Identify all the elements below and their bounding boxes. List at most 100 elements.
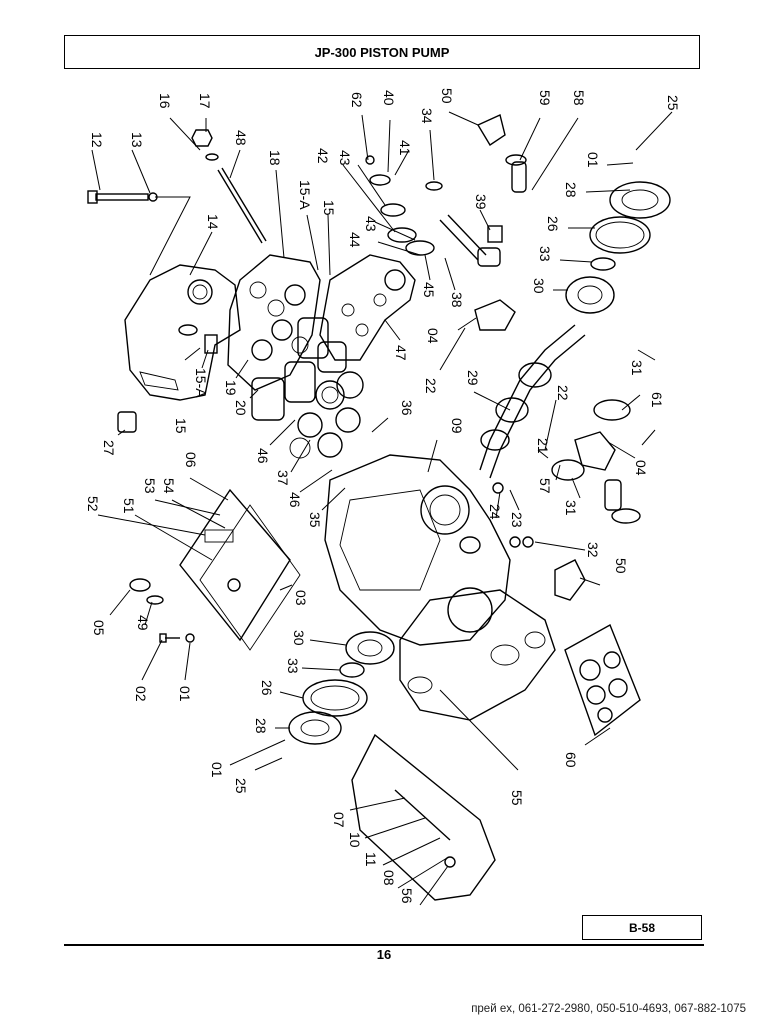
callout-17: 17 xyxy=(197,93,213,109)
bearing-cover-bottom xyxy=(288,631,395,745)
callout-36: 36 xyxy=(399,400,415,416)
callout-56: 56 xyxy=(399,888,415,904)
callout-01-mid: 01 xyxy=(177,686,193,702)
callout-labels: 12 13 16 17 48 18 14 15-A 15 42 43 43 44… xyxy=(85,88,681,904)
callout-39: 39 xyxy=(473,194,489,210)
callout-02: 02 xyxy=(133,686,149,702)
callout-50-top: 50 xyxy=(439,88,455,104)
callout-40: 40 xyxy=(381,90,397,106)
plug-part xyxy=(117,411,164,605)
callout-45: 45 xyxy=(421,282,437,298)
callout-61: 61 xyxy=(649,392,665,408)
callout-28-mid: 28 xyxy=(253,718,269,734)
rod-part xyxy=(217,169,263,244)
callout-51: 51 xyxy=(121,498,137,514)
side-plate-part xyxy=(179,488,301,651)
callout-15-left: 15 xyxy=(173,418,189,434)
callout-07: 07 xyxy=(331,812,347,828)
callout-50-mid: 50 xyxy=(613,558,629,574)
callout-09: 09 xyxy=(449,418,465,434)
unloader-stack xyxy=(365,155,435,256)
callout-22-mid: 22 xyxy=(555,385,571,401)
callout-19: 19 xyxy=(223,380,239,396)
callout-57: 57 xyxy=(537,478,553,494)
callout-04-mid: 04 xyxy=(633,460,649,476)
callout-05: 05 xyxy=(91,620,107,636)
page-code-box: B-58 xyxy=(582,915,702,940)
callout-23: 23 xyxy=(509,512,525,528)
callout-27: 27 xyxy=(101,440,117,456)
elbow-fitting-part xyxy=(554,559,586,601)
callout-53: 53 xyxy=(142,478,158,494)
head-block-part xyxy=(204,254,321,391)
bolt-part xyxy=(87,190,158,204)
callout-03: 03 xyxy=(293,590,309,606)
callout-22-top: 22 xyxy=(423,378,439,394)
leader-lines xyxy=(91,111,673,906)
callout-30-top: 30 xyxy=(531,278,547,294)
callout-41: 41 xyxy=(397,140,413,156)
callout-15a-left: 15-A xyxy=(193,368,209,398)
piston-sleeves xyxy=(251,317,364,459)
callout-16: 16 xyxy=(157,93,173,109)
page-number: 16 xyxy=(376,947,392,962)
page-title: JP-300 PISTON PUMP xyxy=(64,35,700,69)
callout-25-top: 25 xyxy=(665,95,681,111)
nut-part xyxy=(191,129,219,161)
callout-37: 37 xyxy=(275,470,291,486)
valve-plate-part xyxy=(319,254,416,361)
callout-21: 21 xyxy=(535,438,551,454)
callout-31-top: 31 xyxy=(629,360,645,376)
callout-15a-top: 15-A xyxy=(297,180,313,210)
callout-46b: 46 xyxy=(287,492,303,508)
callout-35: 35 xyxy=(307,512,323,528)
callout-29: 29 xyxy=(465,370,481,386)
callout-15-top: 15 xyxy=(321,200,337,216)
callout-55: 55 xyxy=(509,790,525,806)
callout-33-top: 33 xyxy=(537,246,553,262)
callout-48: 48 xyxy=(233,130,249,146)
callout-28-top: 28 xyxy=(563,182,579,198)
callout-52: 52 xyxy=(85,496,101,512)
crankcase-part xyxy=(324,454,534,646)
callout-06: 06 xyxy=(183,452,199,468)
callout-49: 49 xyxy=(135,615,151,631)
bearing-cover-top xyxy=(565,181,671,314)
fitting-part xyxy=(505,154,527,193)
callout-26-mid: 26 xyxy=(259,680,275,696)
callout-42: 42 xyxy=(315,148,331,164)
connecting-rods xyxy=(474,299,641,524)
callout-46a: 46 xyxy=(255,448,271,464)
callout-30-mid: 30 xyxy=(291,630,307,646)
callout-24: 24 xyxy=(487,504,503,520)
callout-11: 11 xyxy=(363,852,379,867)
callout-31-mid: 31 xyxy=(563,500,579,516)
callout-14: 14 xyxy=(205,214,221,230)
callout-08: 08 xyxy=(381,870,397,886)
callout-32: 32 xyxy=(585,542,601,558)
valve-set-part xyxy=(564,624,641,737)
callout-26-top: 26 xyxy=(545,216,561,232)
screw-part xyxy=(159,633,195,643)
callout-60: 60 xyxy=(563,752,579,768)
callout-33-mid: 33 xyxy=(285,658,301,674)
oil-cover-part xyxy=(351,733,496,901)
callout-38: 38 xyxy=(449,292,465,308)
callout-25-bot: 25 xyxy=(233,778,249,794)
callout-34: 34 xyxy=(419,108,435,124)
callout-13: 13 xyxy=(129,132,145,148)
callout-54: 54 xyxy=(161,478,177,494)
callout-59: 59 xyxy=(537,90,553,106)
callout-44: 44 xyxy=(347,232,363,248)
callout-47: 47 xyxy=(393,345,409,361)
footer-text: прей ex, 061-272-2980, 050-510-4693, 067… xyxy=(471,1003,746,1015)
crankshaft-part xyxy=(479,324,586,479)
callout-10: 10 xyxy=(347,832,363,848)
callout-01-top: 01 xyxy=(585,152,601,168)
callout-18: 18 xyxy=(267,150,283,166)
callout-62: 62 xyxy=(349,92,365,108)
unloader-shaft xyxy=(425,114,506,267)
callout-20: 20 xyxy=(233,400,249,416)
footer-rule xyxy=(64,944,704,946)
